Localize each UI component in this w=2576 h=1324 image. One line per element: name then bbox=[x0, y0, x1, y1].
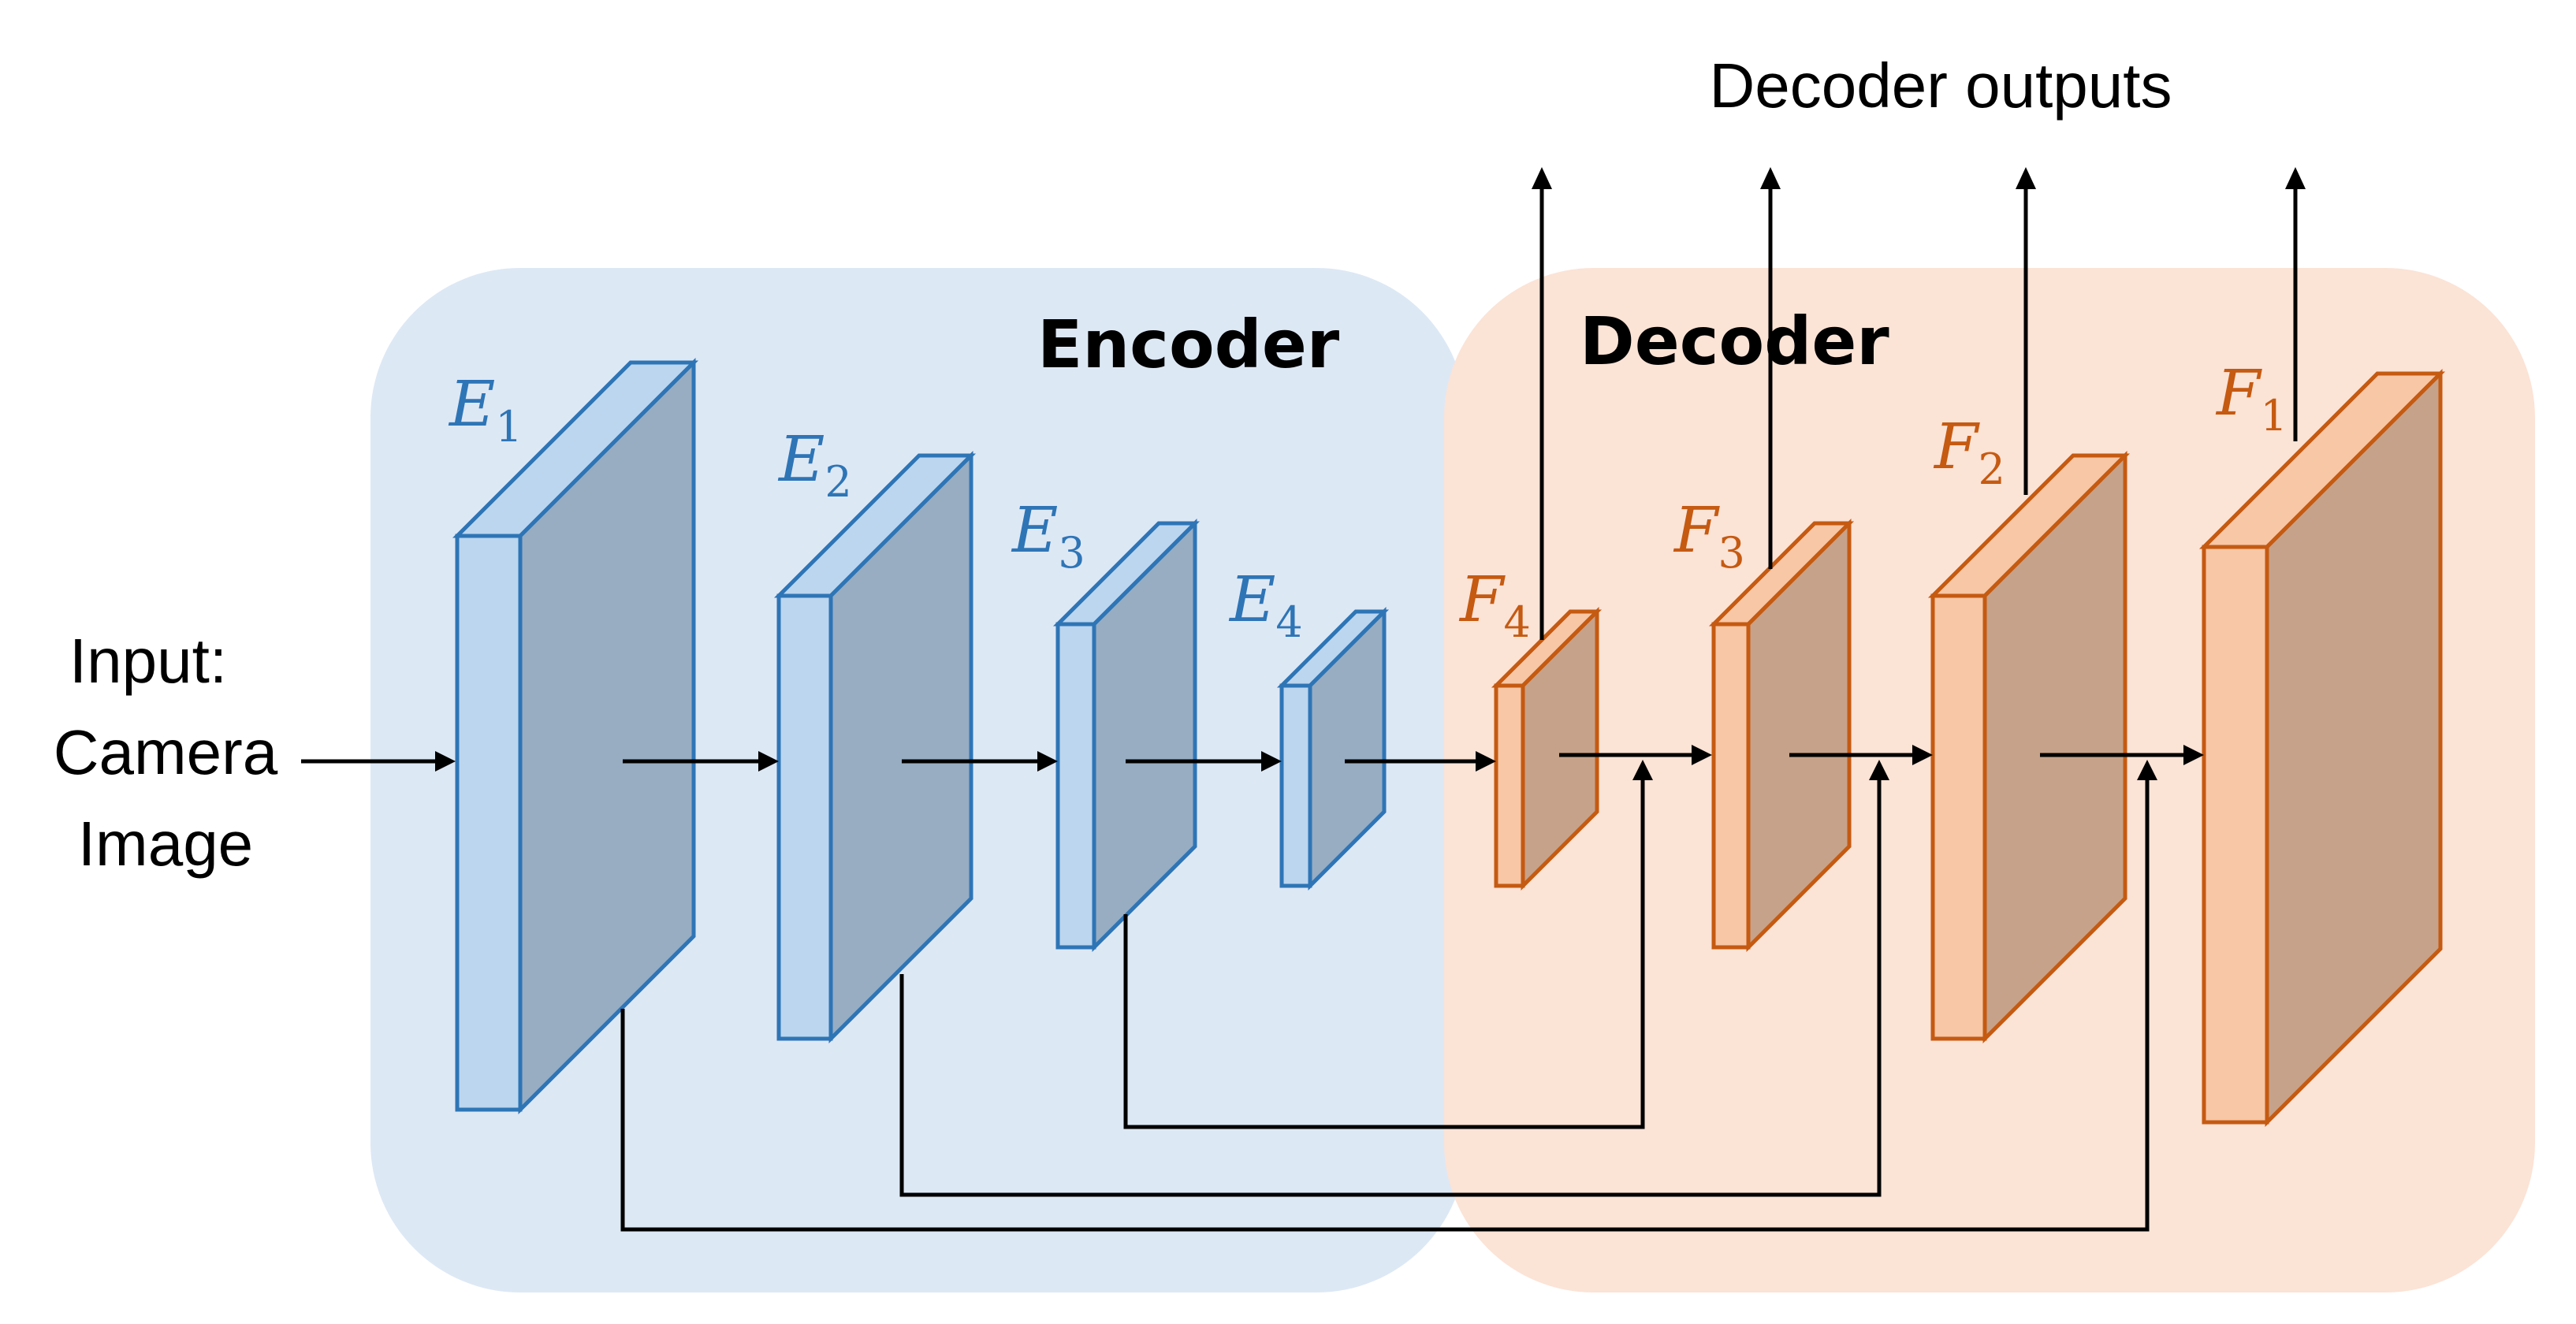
encoder-block-e4 bbox=[1276, 606, 1390, 891]
decoder-block-f3 bbox=[1708, 518, 1855, 953]
encoder-block-e3 bbox=[1052, 518, 1201, 953]
skip-connections bbox=[620, 780, 2150, 1232]
input-label-line2: Camera bbox=[54, 717, 278, 787]
decoder-block-f2 bbox=[1927, 450, 2131, 1044]
forward-arrows bbox=[301, 753, 2187, 764]
encoder-block-e2 bbox=[773, 450, 977, 1044]
e3-label: E3 bbox=[1011, 493, 1085, 578]
skip-arrowheads bbox=[1632, 760, 2157, 780]
e4-label: E4 bbox=[1228, 563, 1303, 647]
decoder-block-f1 bbox=[2198, 368, 2446, 1128]
input-label-line1: Input: bbox=[69, 626, 227, 696]
encoder-title: Encoder bbox=[1037, 306, 1340, 383]
decoder-title: Decoder bbox=[1580, 303, 1889, 380]
input-label-line3: Image bbox=[78, 809, 253, 879]
encoder-block-e1 bbox=[452, 357, 699, 1115]
e1-label: E1 bbox=[448, 367, 523, 452]
f2-label: F2 bbox=[1933, 410, 2005, 494]
output-arrows bbox=[1539, 188, 2298, 640]
f1-label: F1 bbox=[2215, 356, 2288, 441]
f4-label: F4 bbox=[1458, 563, 1531, 647]
decoder-outputs-title: Decoder outputs bbox=[1709, 50, 2172, 121]
forward-arrowheads bbox=[435, 745, 2204, 772]
output-arrowheads bbox=[1532, 167, 2306, 189]
e2-label: E2 bbox=[777, 422, 852, 507]
decoder-block-f4 bbox=[1491, 606, 1603, 891]
f3-label: F3 bbox=[1673, 493, 1745, 578]
